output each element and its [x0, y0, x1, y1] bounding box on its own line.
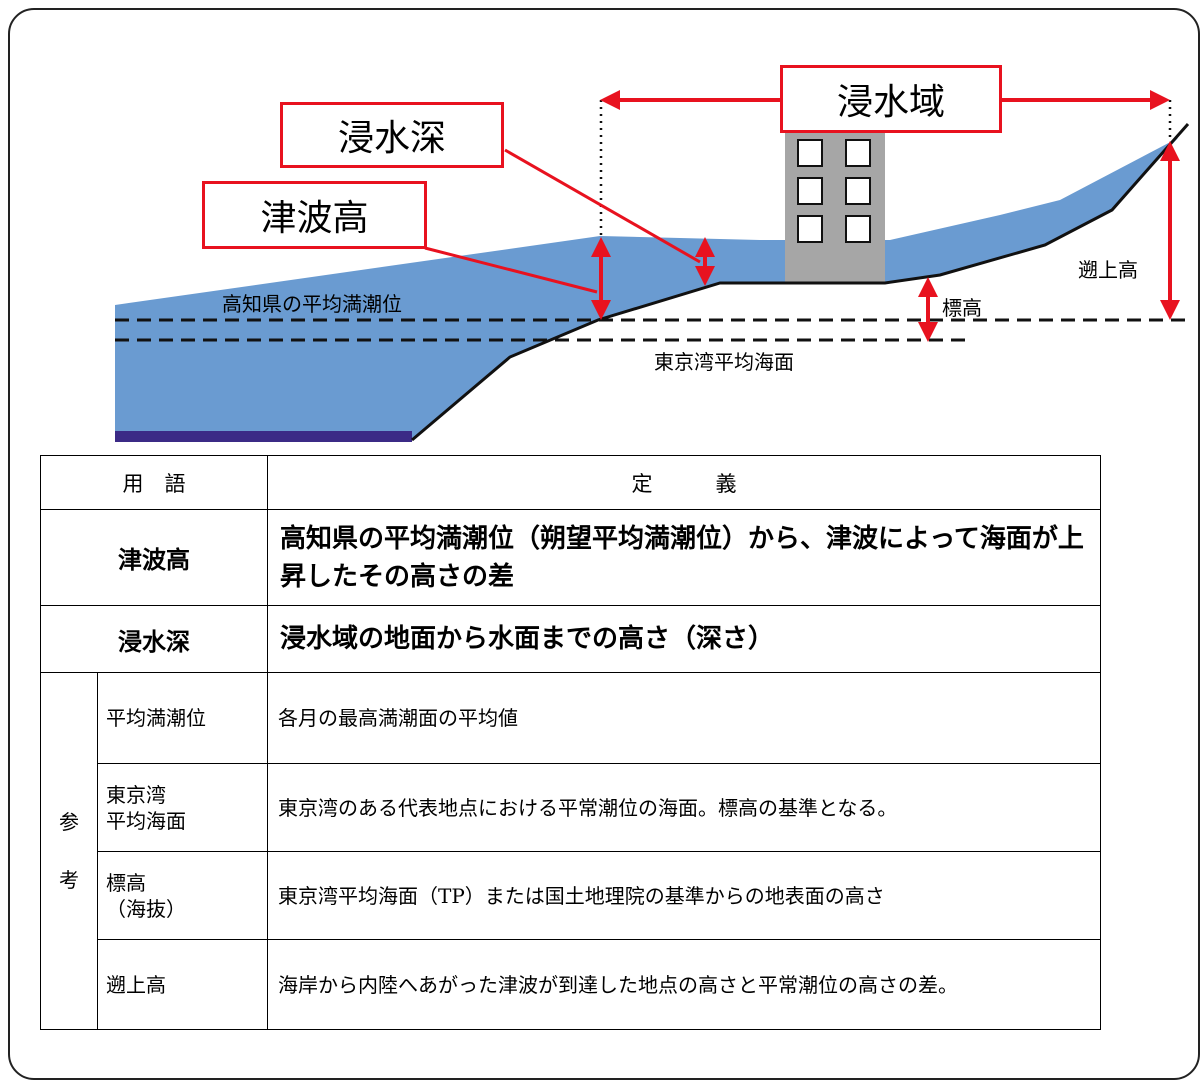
elevation-label: 標高 [942, 296, 982, 320]
table-row: 浸水深 浸水域の地面から水面までの高さ（深さ） [40, 605, 1101, 673]
table-row: 津波高 高知県の平均満潮位（朔望平均満潮位）から、津波によって海面が上昇したその… [40, 509, 1101, 606]
header-definition: 定 義 [267, 455, 1101, 510]
definition-tsunami-height: 高知県の平均満潮位（朔望平均満潮位）から、津波によって海面が上昇したその高さの差 [267, 509, 1101, 606]
ref-term-mean-high-water: 平均満潮位 [97, 672, 268, 764]
tokyo-bay-msl-label: 東京湾平均海面 [654, 350, 794, 374]
term-inundation-depth: 浸水深 [40, 605, 268, 673]
table-row: 標高 （海抜） 東京湾平均海面（TP）または国土地理院の基準からの地表面の高さ [41, 851, 1101, 940]
figure-frame [8, 8, 1200, 1080]
sea-bottom-band [115, 431, 412, 442]
ref-def-mean-high-water: 各月の最高満潮面の平均値 [267, 672, 1101, 764]
tsunami-diagram [115, 90, 1190, 442]
ground-line [411, 123, 1190, 442]
table-row: 参考 平均満潮位 各月の最高満潮面の平均値 [40, 672, 1101, 1030]
inundation-depth-label-box: 浸水深 [280, 102, 504, 168]
reference-label: 参考 [40, 672, 98, 1030]
header-term: 用 語 [40, 455, 268, 510]
ref-term-elevation: 標高 （海抜） [97, 851, 268, 940]
table-row: 東京湾 平均海面 東京湾のある代表地点における平常潮位の海面。標高の基準となる。 [41, 763, 1101, 852]
tsunami-water [115, 138, 1178, 440]
ref-term-tokyo-bay-msl: 東京湾 平均海面 [97, 763, 268, 852]
inundation-depth-label: 浸水深 [337, 118, 446, 159]
run-up-height-label: 遡上高 [1078, 258, 1138, 282]
inundation-area-label-box: 浸水域 [780, 65, 1002, 133]
term-tsunami-height: 津波高 [40, 509, 268, 606]
ref-def-elevation: 東京湾平均海面（TP）または国土地理院の基準からの地表面の高さ [267, 851, 1101, 940]
definitions-table: 用 語 定 義 津波高 高知県の平均満潮位（朔望平均満潮位）から、津波によって海… [40, 455, 1101, 1030]
ref-def-run-up-height: 海岸から内陸へあがった津波が到達した地点の高さと平常潮位の高さの差。 [267, 939, 1101, 1030]
definition-inundation-depth: 浸水域の地面から水面までの高さ（深さ） [267, 605, 1101, 673]
tsunami-height-label: 津波高 [260, 198, 369, 239]
ref-def-tokyo-bay-msl: 東京湾のある代表地点における平常潮位の海面。標高の基準となる。 [267, 763, 1101, 852]
ref-term-run-up-height: 遡上高 [97, 939, 268, 1030]
building [785, 128, 885, 283]
tsunami-height-leader [424, 246, 598, 294]
table-row: 遡上高 海岸から内陸へあがった津波が到達した地点の高さと平常潮位の高さの差。 [41, 939, 1101, 1030]
tsunami-height-label-box: 津波高 [202, 181, 427, 249]
inundation-area-label: 浸水域 [836, 82, 945, 123]
reference-label-text: 参考 [59, 810, 79, 892]
inundation-depth-leader [504, 148, 701, 264]
table-header-row: 用 語 定 義 [40, 455, 1101, 510]
kochi-mean-high-water-label: 高知県の平均満潮位 [222, 292, 402, 316]
